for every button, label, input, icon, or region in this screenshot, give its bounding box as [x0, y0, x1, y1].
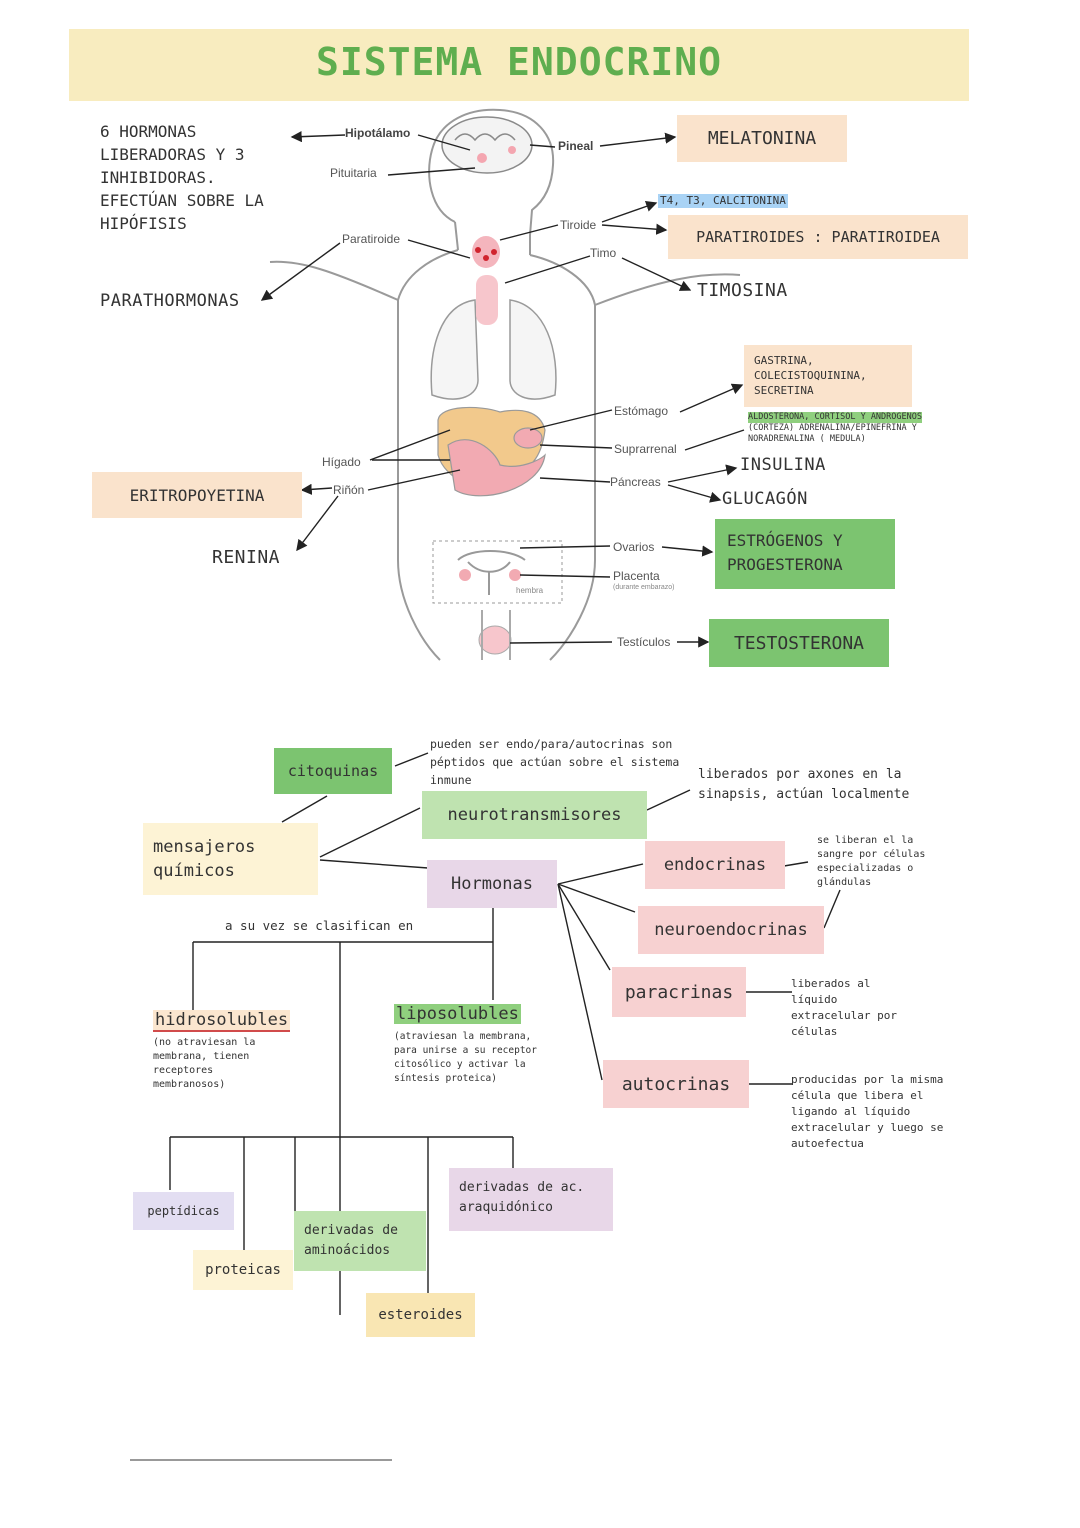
page-title: SISTEMA ENDOCRINO	[316, 40, 722, 84]
neuroendocrinas-box: neuroendocrinas	[638, 906, 824, 954]
eritropoyetina-box: ERITROPOYETINA	[92, 472, 302, 518]
neurotransmisores-box: neurotransmisores	[422, 791, 647, 839]
organ-suprarrenal: Suprarrenal	[614, 442, 677, 456]
hormonas-box: Hormonas	[427, 860, 557, 908]
organ-placenta-note: (durante embarazo)	[613, 584, 675, 591]
melatonina-box: MELATONINA	[677, 115, 847, 162]
testosterona-box: TESTOSTERONA	[709, 619, 889, 667]
lungs-illustration	[430, 299, 557, 400]
organ-rinon: Riñón	[333, 483, 365, 497]
glucagon-label: GLUCAGÓN	[722, 489, 808, 509]
abdomen-illustration	[437, 406, 546, 497]
organ-timo: Timo	[590, 246, 617, 260]
citoquinas-box: citoquinas	[274, 748, 392, 794]
insulina-label: INSULINA	[740, 455, 826, 475]
neck-outline	[454, 221, 531, 255]
thyroid-illustration	[472, 236, 500, 325]
suprarrenal-note: ALDOSTERONA, CORTISOL Y ANDROGENOS (CORT…	[748, 408, 968, 445]
hidrosolubles-label: hidrosolubles	[153, 1010, 291, 1032]
estrogenos-box: ESTRÓGENOS Y PROGESTERONA	[715, 519, 895, 589]
liposolubles-label: liposolubles	[394, 1004, 521, 1024]
arm-left	[269, 260, 399, 301]
paracrinas-note: liberados al líquido extracelular por cé…	[791, 977, 897, 1038]
proteicas-box: proteicas	[193, 1250, 293, 1290]
estomago-box: GASTRINA, COLECISTOQUININA, SECRETINA	[744, 345, 912, 407]
organ-tiroide: Tiroide	[560, 218, 597, 232]
citoquinas-note: pueden ser endo/para/autocrinas son pépt…	[430, 737, 680, 787]
head-outline	[428, 108, 555, 236]
organ-testiculos: Testículos	[617, 635, 671, 649]
organ-hipotalamo: Hipotálamo	[345, 126, 411, 140]
paracrinas-box: paracrinas	[612, 967, 746, 1017]
body-illustration	[269, 108, 741, 661]
organ-ovarios: Ovarios	[613, 540, 655, 554]
organ-pituitaria: Pituitaria	[330, 166, 377, 180]
clasifican-label: a su vez se clasifican en	[225, 918, 414, 933]
top-connectors	[260, 131, 745, 648]
suprarrenal-line1: ALDOSTERONA, CORTISOL Y ANDROGENOS	[748, 412, 922, 423]
neurotransmisores-note: liberados por axones en la sinapsis, act…	[698, 767, 910, 802]
timosina-label: TIMOSINA	[697, 280, 788, 301]
reproductive-illustration	[432, 540, 563, 660]
organ-hembra: hembra	[516, 586, 544, 595]
tiroides-highlight: T4, T3, CALCITONINA	[658, 194, 788, 208]
mensajeros-box: mensajeros químicos	[143, 823, 318, 895]
endocrinas-note: se liberan el la sangre por células espe…	[817, 835, 926, 888]
autocrinas-box: autocrinas	[603, 1060, 749, 1108]
organ-estomago: Estómago	[614, 404, 669, 418]
liposolubles-note: (atraviesan la membrana, para unirse a s…	[394, 1031, 537, 1084]
autocrinas-note: producidas por la misma célula que liber…	[791, 1073, 944, 1150]
araquidonico-box: derivadas de ac. araquidónico	[449, 1168, 613, 1231]
esteroides-box: esteroides	[366, 1293, 475, 1337]
endocrinas-box: endocrinas	[645, 841, 785, 889]
renina-label: RENINA	[212, 547, 281, 568]
organ-pineal: Pineal	[558, 139, 594, 153]
organ-pancreas: Páncreas	[610, 475, 661, 489]
suprarrenal-line3: NORADRENALINA ( MEDULA)	[748, 434, 866, 444]
paratiroides-box: PARATIROIDES : PARATIROIDEA	[668, 215, 968, 259]
title-band: SISTEMA ENDOCRINO	[69, 29, 969, 101]
organ-higado: Hígado	[322, 455, 361, 469]
parathormonas-label: PARATHORMONAS	[100, 291, 240, 311]
hidrosolubles-note: (no atraviesan la membrana, tienen recep…	[153, 1037, 256, 1090]
organ-paratiroide: Paratiroide	[342, 232, 401, 246]
peptidicas-box: peptídicas	[133, 1192, 234, 1230]
arm-right	[594, 273, 741, 306]
aminoacidos-box: derivadas de aminoácidos	[294, 1211, 426, 1271]
organ-placenta: Placenta	[613, 569, 660, 583]
suprarrenal-line2: (CORTEZA) ADRENALINA/EPINEFRINA Y	[748, 423, 917, 433]
hipotalamo-note: 6 HORMONAS LIBERADORAS Y 3 INHIBIDORAS. …	[100, 122, 264, 233]
torso-left	[397, 249, 459, 661]
brain-illustration	[441, 116, 533, 174]
